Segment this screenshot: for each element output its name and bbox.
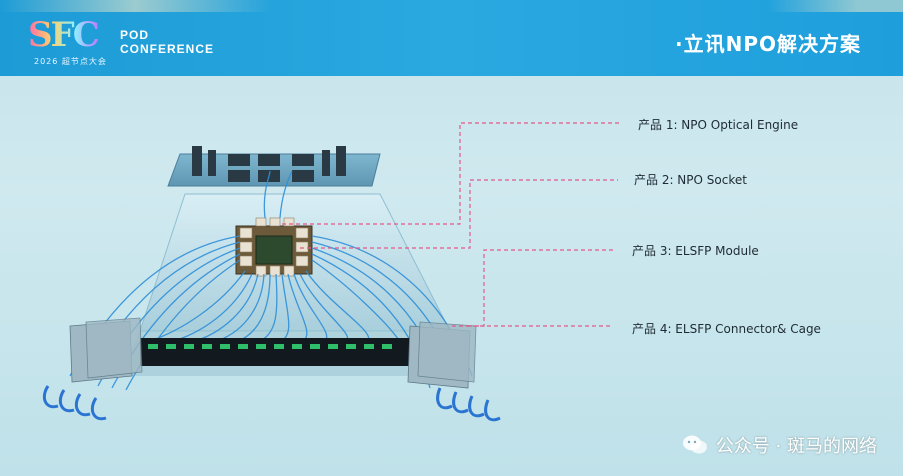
product-label-4: 产品 4: ELSFP Connector& Cage (632, 322, 821, 336)
stage-light-glow (0, 0, 903, 12)
asic-die (255, 235, 293, 265)
right-elsfp-modules (407, 321, 477, 389)
optical-engines (239, 217, 309, 277)
slide-title: ·立讯NPO解决方案 (675, 32, 861, 56)
logo-mark: SFC (28, 15, 100, 55)
product-label-1: 产品 1: NPO Optical Engine (638, 118, 799, 132)
product-label-3: 产品 3: ELSFP Module (632, 244, 759, 258)
wechat-watermark: 公众号 · 斑马的网络 (682, 432, 877, 458)
logo-subtext: 2026 超节点大会 (34, 57, 107, 66)
left-elsfp-modules (69, 317, 143, 383)
npo-system-diagram (42, 122, 620, 422)
watermark-text: 公众号 · 斑马的网络 (715, 436, 877, 457)
product-label-2: 产品 2: NPO Socket (634, 173, 747, 187)
left-pull-tabs (42, 385, 107, 421)
slide-header: SFC 2026 超节点大会 POD CONFERENCE ·立讯NPO解决方案 (0, 0, 903, 76)
logo-pod-conference: POD CONFERENCE (120, 28, 214, 56)
front-connector-row (140, 338, 410, 366)
logo-pod: POD (120, 28, 150, 42)
wechat-icon (682, 435, 707, 454)
logo-conference: CONFERENCE (120, 42, 215, 56)
right-pull-tabs (436, 387, 501, 422)
callout-lines (282, 122, 620, 327)
conference-logo: SFC 2026 超节点大会 POD CONFERENCE (28, 18, 218, 66)
